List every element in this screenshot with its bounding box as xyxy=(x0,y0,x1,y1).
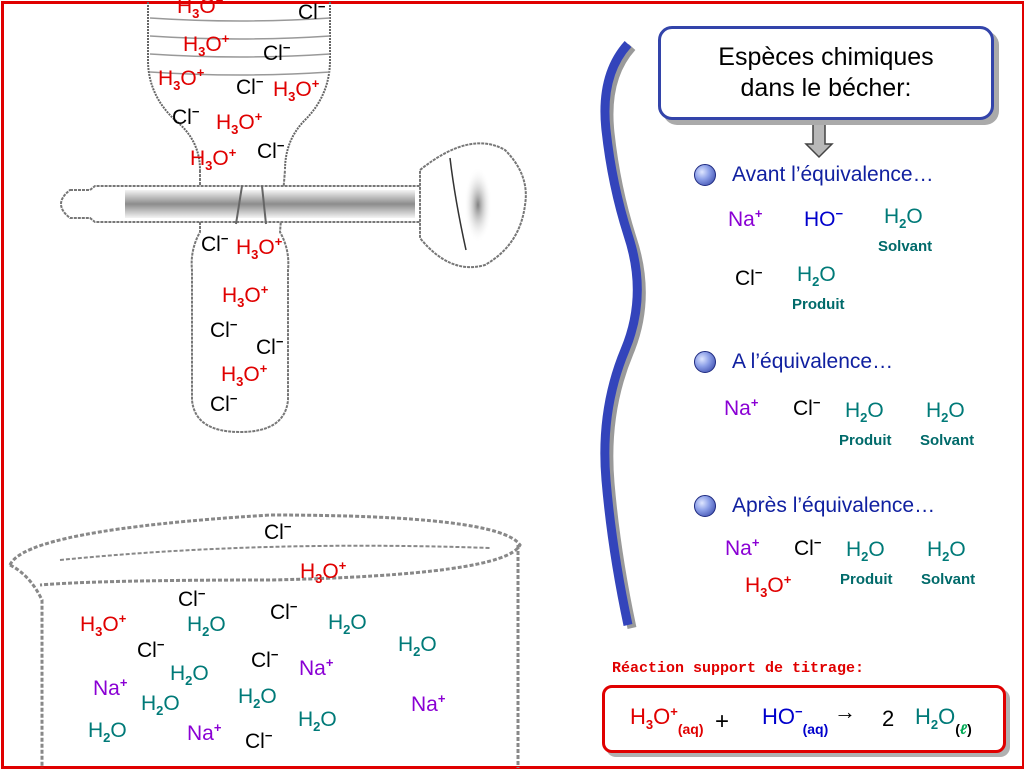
reaction-coefficient: 2 xyxy=(882,706,895,731)
species-h3o: H3O+ xyxy=(745,572,792,600)
beaker-cl-ion: Cl− xyxy=(251,647,279,672)
reaction-support-label: Réaction support de titrage: xyxy=(612,660,865,677)
species-h2o: H2O xyxy=(927,538,966,564)
beaker-h2o-molecule: H2O xyxy=(238,685,277,711)
label-solvant: Solvant xyxy=(920,432,975,449)
label-solvant: Solvant xyxy=(878,238,933,255)
beaker-h2o-molecule: H2O xyxy=(141,692,180,718)
burette-cl-ion: Cl− xyxy=(236,74,264,99)
species-h2o: H2O xyxy=(926,399,965,425)
burette-drawing xyxy=(60,2,527,434)
burette-cl-ion: Cl− xyxy=(263,40,291,65)
burette-h3o-ion: H3O+ xyxy=(177,0,224,21)
reactant-ho: HO−(aq) xyxy=(762,704,829,737)
burette-h3o-ion: H3O+ xyxy=(190,145,237,173)
beaker-h3o-ion: H3O+ xyxy=(300,558,347,586)
species-h2o: H2O xyxy=(797,263,836,289)
burette-h3o-ion: H3O+ xyxy=(273,76,320,104)
title-box: Espèces chimiques dans le bécher: xyxy=(658,26,994,120)
burette-cl-ion: Cl− xyxy=(201,231,229,256)
species-h2o: H2O xyxy=(845,399,884,425)
species-ho: HO− xyxy=(804,206,844,231)
beaker-cl-ion: Cl− xyxy=(264,519,292,544)
species-cl: Cl− xyxy=(793,395,821,420)
label-produit: Produit xyxy=(840,571,893,588)
beaker-na-ion: Na+ xyxy=(187,720,222,745)
label-solvant: Solvant xyxy=(921,571,976,588)
burette-h3o-ion: H3O+ xyxy=(222,282,269,310)
burette-h3o-ion: H3O+ xyxy=(158,65,205,93)
burette-cl-ion: Cl− xyxy=(256,334,284,359)
burette-h3o-ion: H3O+ xyxy=(183,31,230,59)
beaker-na-ion: Na+ xyxy=(299,655,334,680)
species-na: Na+ xyxy=(724,395,759,420)
beaker-na-ion: Na+ xyxy=(411,691,446,716)
product-h2o: H2O(ℓ) xyxy=(915,704,972,737)
bullet-icon xyxy=(694,495,716,517)
title-text: Espèces chimiques dans le bécher: xyxy=(718,42,934,102)
beaker-h2o-molecule: H2O xyxy=(398,633,437,659)
heading-avant: Avant l’équivalence… xyxy=(732,163,934,186)
beaker-cl-ion: Cl− xyxy=(137,637,165,662)
reaction-box xyxy=(602,685,1006,753)
label-produit: Produit xyxy=(792,296,845,313)
bullet-icon xyxy=(694,164,716,186)
beaker-h2o-molecule: H2O xyxy=(170,662,209,688)
burette-cl-ion: Cl− xyxy=(210,391,238,416)
beaker-cl-ion: Cl− xyxy=(178,586,206,611)
burette-cl-ion: Cl− xyxy=(172,104,200,129)
beaker-h2o-molecule: H2O xyxy=(88,719,127,745)
burette-cl-ion: Cl− xyxy=(257,138,285,163)
beaker-h2o-molecule: H2O xyxy=(298,708,337,734)
species-cl: Cl− xyxy=(794,535,822,560)
heading-apres: Après l’équivalence… xyxy=(732,494,936,517)
beaker-drawing xyxy=(8,513,522,768)
species-na: Na+ xyxy=(725,535,760,560)
burette-h3o-ion: H3O+ xyxy=(236,234,283,262)
beaker-cl-ion: Cl− xyxy=(270,599,298,624)
heading-equivalence: A l’équivalence… xyxy=(732,350,894,373)
reactant-h3o: H3O+(aq) xyxy=(630,704,704,737)
beaker-h2o-molecule: H2O xyxy=(187,613,226,639)
beaker-h2o-molecule: H2O xyxy=(328,611,367,637)
bullet-icon xyxy=(694,351,716,373)
beaker-h3o-ion: H3O+ xyxy=(80,611,127,639)
species-na: Na+ xyxy=(728,206,763,231)
burette-h3o-ion: H3O+ xyxy=(221,361,268,389)
down-arrow-icon xyxy=(804,123,834,159)
beaker-na-ion: Na+ xyxy=(93,675,128,700)
reaction-plus: + xyxy=(715,708,730,735)
reaction-arrow-icon: → xyxy=(834,699,856,724)
burette-cl-ion: Cl− xyxy=(210,317,238,342)
burette-h3o-ion: H3O+ xyxy=(216,109,263,137)
species-h2o: H2O xyxy=(846,538,885,564)
burette-cl-ion: Cl− xyxy=(298,0,326,24)
species-cl: Cl− xyxy=(735,265,763,290)
beaker-cl-ion: Cl− xyxy=(245,728,273,753)
label-produit: Produit xyxy=(839,432,892,449)
species-h2o: H2O xyxy=(884,205,923,231)
